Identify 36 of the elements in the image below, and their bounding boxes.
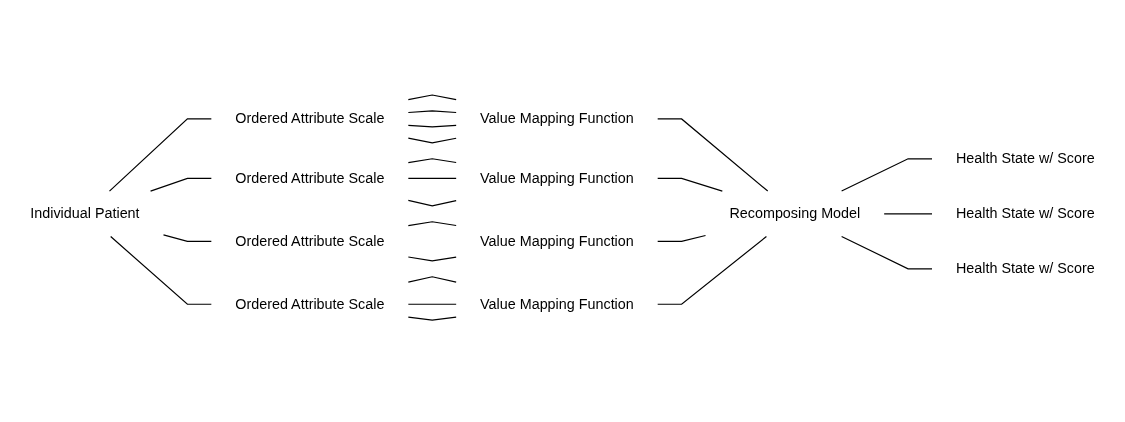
connector: [841, 158, 933, 192]
connector: [407, 94, 457, 101]
node-text: Ordered Attribute Scale: [235, 110, 385, 127]
connector: [407, 199, 457, 207]
connector: [407, 158, 457, 164]
connector: [657, 235, 767, 305]
connector: [407, 316, 457, 321]
node-text: Recomposing Model: [729, 205, 861, 222]
node-text: Ordered Attribute Scale: [235, 295, 385, 312]
connector: [110, 235, 212, 305]
node-text: Health State w/ Score: [955, 150, 1095, 167]
connector: [407, 256, 457, 262]
connector: [883, 213, 933, 215]
node-text: Value Mapping Function: [480, 169, 634, 186]
node-text: Value Mapping Function: [480, 232, 634, 249]
connector: [407, 177, 457, 179]
node-text: Ordered Attribute Scale: [235, 169, 385, 186]
node-text: Health State w/ Score: [955, 205, 1095, 222]
connector: [657, 177, 723, 192]
connector: [407, 137, 457, 144]
connector: [657, 234, 707, 242]
node-text: Ordered Attribute Scale: [235, 232, 385, 249]
node-text: Value Mapping Function: [480, 295, 634, 312]
connector: [407, 221, 457, 227]
node-text: Health State w/ Score: [955, 260, 1095, 277]
connector: [108, 118, 212, 192]
connector: [841, 235, 933, 270]
connector: [149, 177, 212, 192]
connector: [162, 234, 212, 242]
node-text: Value Mapping Function: [480, 110, 634, 127]
connector: [657, 118, 769, 192]
connector: [407, 110, 457, 114]
node-text: Individual Patient: [30, 205, 140, 222]
connector: [407, 303, 457, 305]
connector: [407, 276, 457, 283]
connector: [407, 124, 457, 128]
